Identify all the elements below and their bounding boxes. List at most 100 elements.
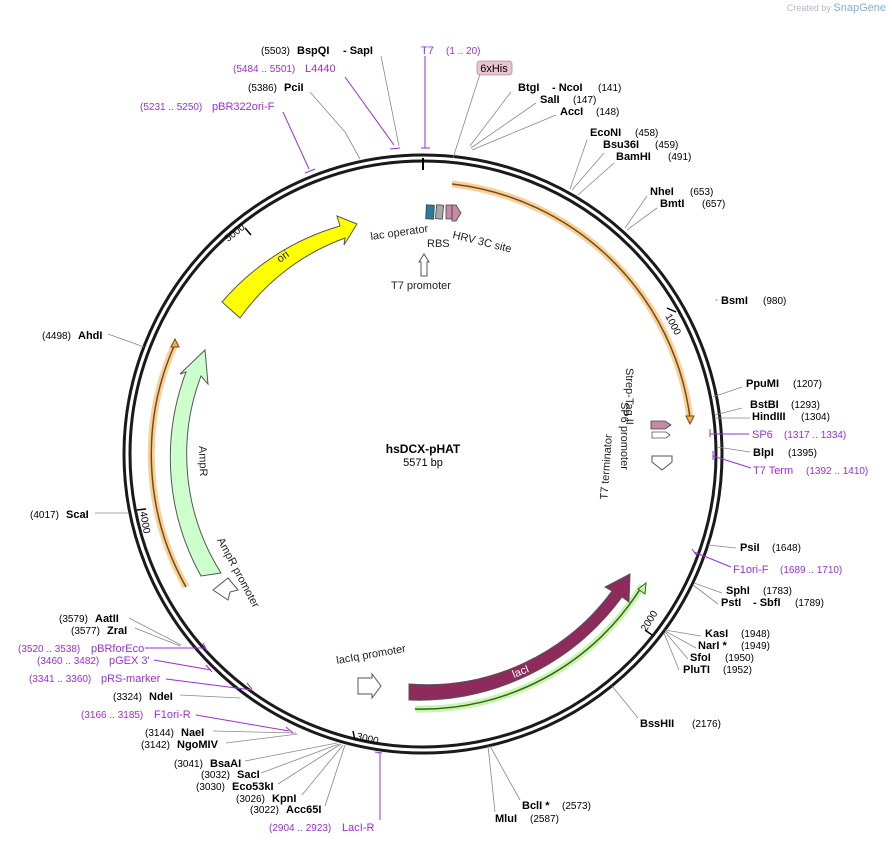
enzyme-name-ppumi[interactable]: PpuMI <box>746 378 779 390</box>
primer-leaders <box>145 56 752 820</box>
enzyme-name-bmti[interactable]: BmtI <box>660 198 684 210</box>
enzyme-pos-hindiii: (1304) <box>801 412 830 423</box>
snapgene-watermark: Created by SnapGene <box>787 2 886 14</box>
primer-pos-prs: (3341 .. 3360) <box>29 674 91 685</box>
ori-label: ori <box>275 249 292 266</box>
enzyme-name-ncoi[interactable]: - NcoI <box>552 82 583 94</box>
orf-arc-left <box>150 343 187 588</box>
enzyme-name-psii[interactable]: PsiI <box>740 542 760 554</box>
enzyme-pos-scai: (4017) <box>30 510 59 521</box>
laciq-label: lacIq promoter <box>335 643 407 667</box>
t7-terminator-label: T7 terminator <box>598 434 615 500</box>
enzyme-name-bcli[interactable]: BclI * <box>522 800 550 812</box>
t7-promoter-arrow <box>418 253 430 277</box>
enzyme-pos-psti: (1789) <box>795 598 824 609</box>
enzyme-pos-bamhi: (491) <box>668 152 691 163</box>
primer-name-pbrfor[interactable]: pBRforEco <box>91 643 144 655</box>
enzyme-name-bsshii[interactable]: BssHII <box>640 718 674 730</box>
tick-4000: 4000 <box>137 511 152 535</box>
enzyme-pos-bsaai: (3041) <box>174 759 203 770</box>
enzyme-pos-bmti: (657) <box>702 199 725 210</box>
rbs-box <box>434 204 445 220</box>
enzyme-name-nhei[interactable]: NheI <box>650 186 674 198</box>
his-tag-label: 6xHis <box>480 63 508 75</box>
enzyme-pos-naei: (3144) <box>145 728 174 739</box>
enzyme-name-sapi[interactable]: - SapI <box>343 45 373 57</box>
enzyme-name-nari[interactable]: NarI * <box>698 640 727 652</box>
enzyme-name-kpni[interactable]: KpnI <box>272 793 296 805</box>
primer-name-t7[interactable]: T7 <box>421 45 434 57</box>
enzyme-name-btgi[interactable]: BtgI <box>518 82 539 94</box>
enzyme-name-psti[interactable]: PstI <box>721 597 741 609</box>
enzyme-name-pluti[interactable]: PluTI <box>683 664 710 676</box>
enzyme-name-eco53ki[interactable]: Eco53kI <box>232 781 274 793</box>
enzyme-pos-bspqi: (5503) <box>261 46 290 57</box>
enzyme-pos-psii: (1648) <box>772 543 801 554</box>
primer-pos-pgex: (3460 .. 3482) <box>37 656 99 667</box>
enzyme-pos-bstbi: (1293) <box>791 400 820 411</box>
sp6-promoter-label: SP6 promoter <box>618 402 630 470</box>
primer-name-l4440[interactable]: L4440 <box>305 63 336 75</box>
primer-name-pgex[interactable]: pGEX 3' <box>109 655 150 667</box>
tick-1000-mark <box>666 307 677 313</box>
enzyme-leaders <box>95 55 751 813</box>
enzyme-name-econi[interactable]: EcoNI <box>590 127 621 139</box>
enzyme-name-naei[interactable]: NaeI <box>181 727 204 739</box>
enzyme-name-saci[interactable]: SacI <box>237 769 260 781</box>
enzyme-name-aatii[interactable]: AatII <box>95 613 119 625</box>
enzyme-labels: (5503) BspQI - SapI (5386) PciI BtgI - N… <box>30 45 830 825</box>
enzyme-name-sali[interactable]: SalI <box>540 94 560 106</box>
primer-pos-sp6: (1317 .. 1334) <box>784 430 846 441</box>
tick-5000: 5000 <box>223 222 248 245</box>
rbs-label: RBS <box>427 238 450 250</box>
enzyme-name-bstbi[interactable]: BstBI <box>750 399 779 411</box>
enzyme-name-sfoi[interactable]: SfoI <box>690 652 711 664</box>
tick-3000: 3000 <box>355 731 380 747</box>
enzyme-pos-ahdi: (4498) <box>42 331 71 342</box>
primer-name-pbr322[interactable]: pBR322ori-F <box>212 101 275 113</box>
primer-name-sp6[interactable]: SP6 <box>752 429 773 441</box>
primer-name-f1orif[interactable]: F1ori-F <box>733 564 769 576</box>
sp6-promoter-arrow <box>651 431 671 439</box>
enzyme-name-pcii[interactable]: PciI <box>284 82 304 94</box>
enzyme-name-ahdi[interactable]: AhdI <box>78 330 102 342</box>
enzyme-name-mlui[interactable]: MluI <box>495 813 517 825</box>
enzyme-name-zrai[interactable]: ZraI <box>107 625 127 637</box>
enzyme-name-acc65i[interactable]: Acc65I <box>286 804 321 816</box>
enzyme-pos-btgi: (141) <box>598 83 621 94</box>
enzyme-name-bsu36i[interactable]: Bsu36I <box>603 139 639 151</box>
enzyme-name-sbfi[interactable]: - SbfI <box>753 597 781 609</box>
enzyme-name-blpi[interactable]: BlpI <box>753 447 774 459</box>
enzyme-pos-econi: (458) <box>635 128 658 139</box>
primer-name-prs[interactable]: pRS-marker <box>101 673 161 685</box>
t7-promoter-label: T7 promoter <box>391 280 451 292</box>
enzyme-pos-acc65i: (3022) <box>250 805 279 816</box>
enzyme-name-bsmi[interactable]: BsmI <box>721 295 748 307</box>
enzyme-name-ngomiv[interactable]: NgoMIV <box>177 739 219 751</box>
enzyme-name-bspqi[interactable]: BspQI <box>297 45 329 57</box>
enzyme-pos-sphi: (1783) <box>763 586 792 597</box>
primer-name-f1orir[interactable]: F1ori-R <box>154 709 191 721</box>
primer-name-laciR[interactable]: LacI-R <box>342 822 374 834</box>
enzyme-pos-ppumi: (1207) <box>793 379 822 390</box>
primer-name-t7term[interactable]: T7 Term <box>753 465 793 477</box>
t7-terminator-arrow <box>651 455 673 471</box>
laci-feature-arrow <box>408 573 631 701</box>
ori-feature-arrow <box>221 215 358 319</box>
enzyme-name-bamhi[interactable]: BamHI <box>616 151 651 163</box>
enzyme-name-kasi[interactable]: KasI <box>705 628 728 640</box>
enzyme-name-ndei[interactable]: NdeI <box>149 691 173 703</box>
enzyme-pos-bsshii: (2176) <box>692 719 721 730</box>
laci-orf-line <box>414 585 643 710</box>
backbone-outer <box>122 153 724 755</box>
enzyme-name-sphi[interactable]: SphI <box>726 585 750 597</box>
enzyme-name-hindiii[interactable]: HindIII <box>752 411 786 423</box>
orf-arc-top <box>451 183 691 419</box>
ampr-feature-arrow <box>169 348 222 577</box>
enzyme-name-scai[interactable]: ScaI <box>66 509 89 521</box>
enzyme-name-bsaai[interactable]: BsaAI <box>210 758 241 770</box>
enzyme-pos-bcli: (2573) <box>562 801 591 812</box>
watermark-prefix: Created by <box>786 3 831 13</box>
enzyme-name-acci[interactable]: AccI <box>560 106 583 118</box>
